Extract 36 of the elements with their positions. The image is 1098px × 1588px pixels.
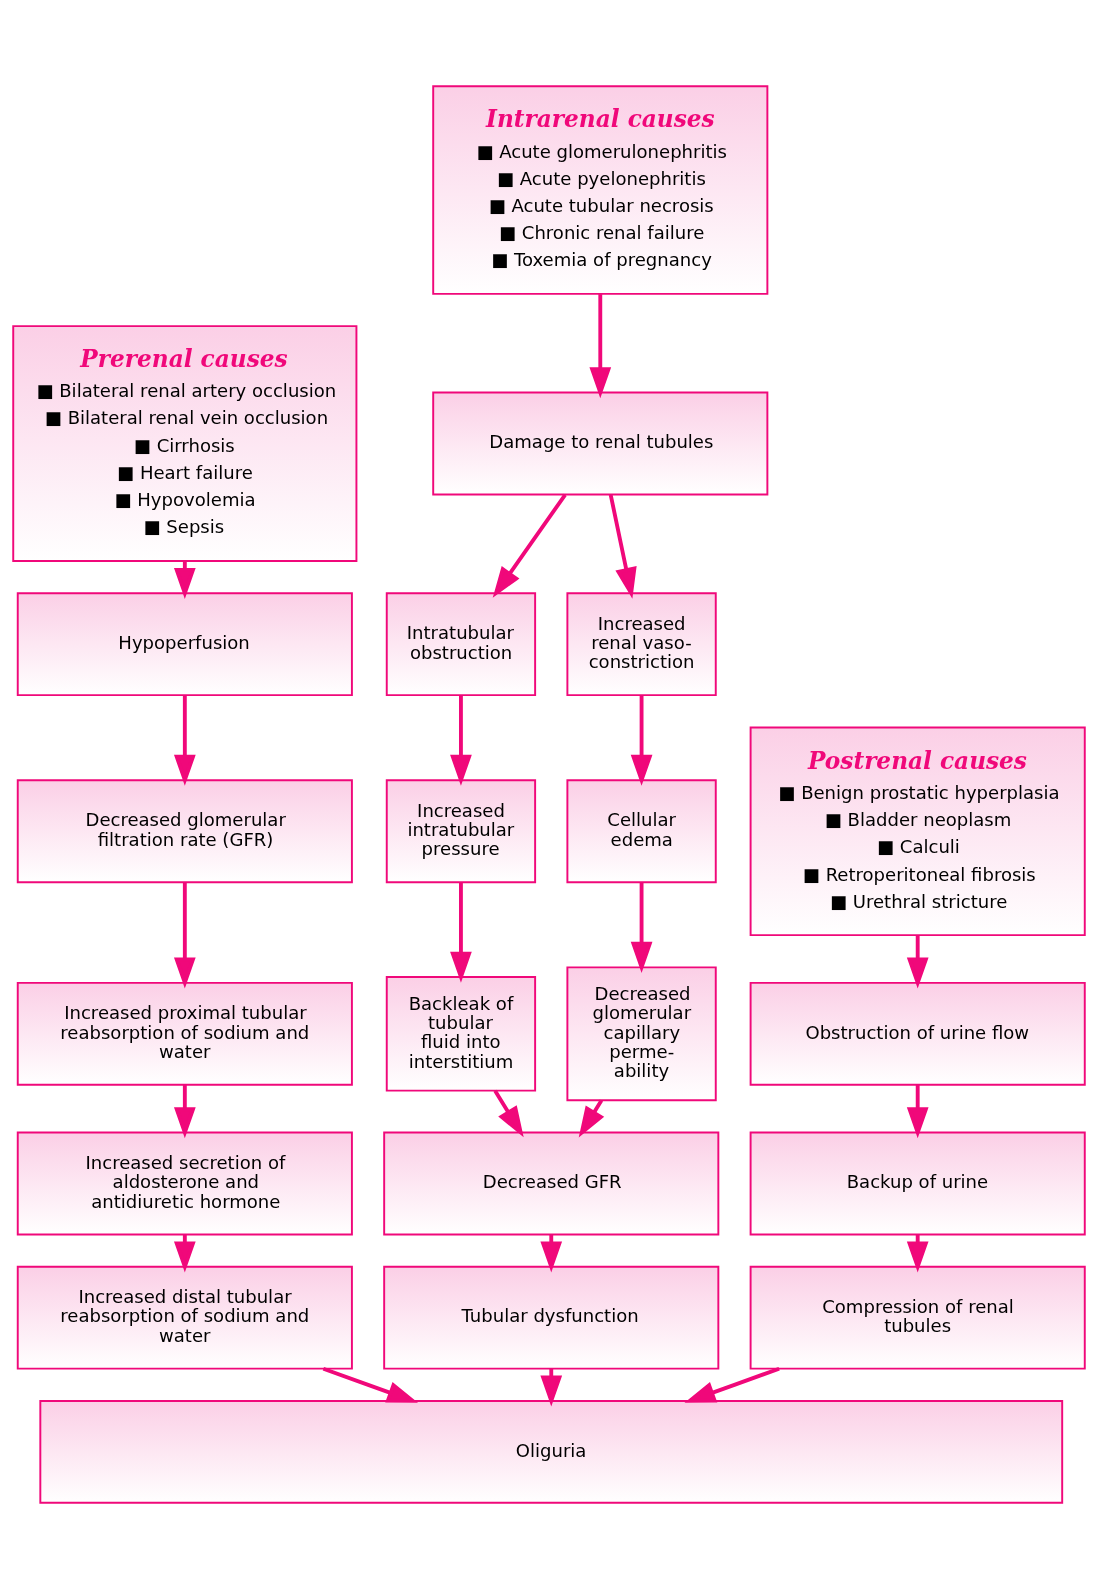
node-box: Increased secretion of aldosterone and antidiuretic hormone (16, 1131, 353, 1235)
arrow (608, 493, 637, 599)
arrow (493, 1089, 524, 1137)
node-box: Cellular edema (566, 778, 717, 883)
node-box: Intratubular obstruction (385, 591, 537, 696)
arrow (589, 293, 612, 398)
node-box: Decreased glomerular filtration rate (GFR) (16, 778, 353, 883)
arrow (630, 882, 653, 973)
node-box: Increased distal tubular reabsorption of sodium and water (16, 1265, 353, 1370)
node-box: Increased renal vaso-constriction (566, 591, 717, 696)
node-box: Postrenal causes ■ Benign prostatic hyperplasia ■ Bladder neoplasm ■ Calculi ■ Retroperitoneal fibrosis ■ Urethral stricture (749, 725, 1086, 936)
node-box: Obstruction of urine flow (749, 981, 1086, 1086)
arrow (322, 1366, 419, 1403)
node-box: Prerenal causes ■ Bilateral renal artery occlusion ■ Bilateral renal vein occlusion ■ Cirrhosis ■ Heart failure ■ Hypovolemia ■ Sepsis (12, 324, 358, 562)
node-box: Hypoperfusion (16, 591, 353, 696)
node-box: Increased proximal tubular reabsorption of sodium and water (16, 981, 353, 1086)
node-box: Decreased glomerular capillary perme-ability (566, 965, 717, 1101)
arrow (450, 882, 472, 983)
node-box: Decreased GFR (383, 1131, 720, 1235)
arrow (173, 1084, 196, 1138)
node-box: Compression of renal tubules (749, 1265, 1086, 1370)
node-box: Backup of urine (749, 1131, 1086, 1235)
arrow (906, 1084, 929, 1138)
node-box: Tubular dysfunction (383, 1265, 720, 1370)
arrow (630, 694, 653, 786)
arrow (173, 882, 196, 988)
arrow (450, 694, 472, 786)
node-box: Increased intratubular pressure (385, 778, 537, 883)
arrow (684, 1366, 780, 1403)
node-box: Intrarenal causes ■ Acute glomerulonephritis ■ Acute pyelonephritis ■ Acute tubular necrosis ■ Chronic renal failure ■ Toxemia of pregnancy (432, 84, 769, 295)
arrow (492, 493, 567, 598)
node-box: Backleak of tubular fluid into interstitium (385, 975, 537, 1092)
arrow (173, 694, 196, 786)
node-box: Oliguria (39, 1399, 1064, 1504)
arrow (906, 935, 929, 989)
node-box: Damage to renal tubules (432, 391, 769, 495)
